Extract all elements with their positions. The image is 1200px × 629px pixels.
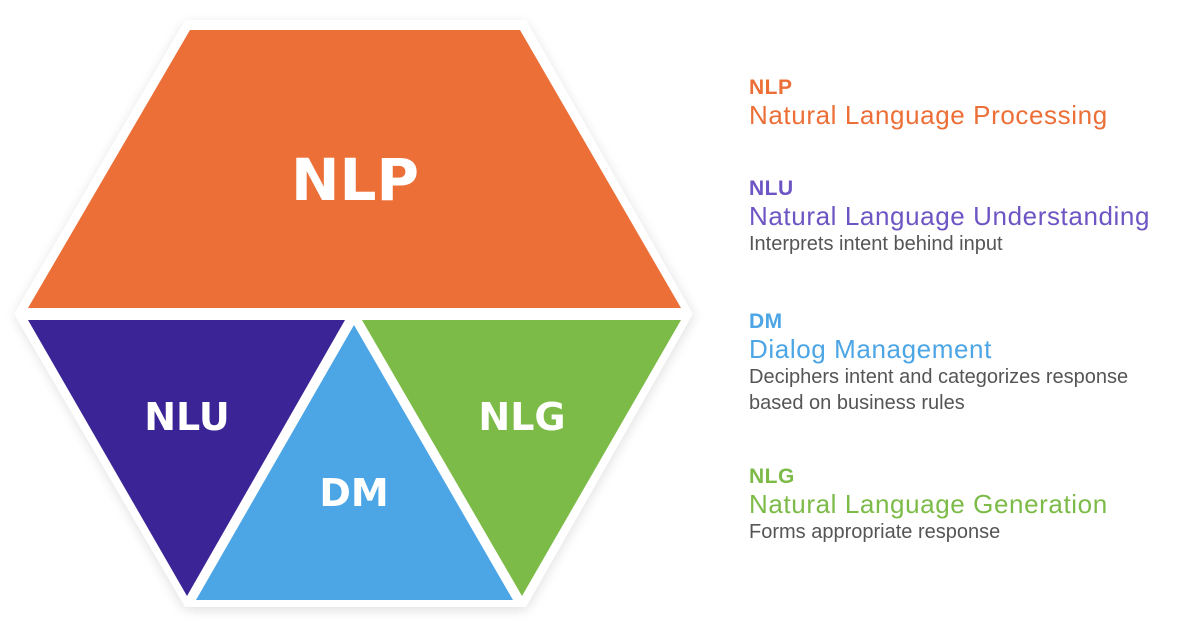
legend-dm: DM Dialog Management Deciphers intent an… — [749, 310, 1128, 416]
nlg-segment-label: NLG — [478, 395, 565, 439]
legend-nlu-abbr: NLU — [749, 177, 794, 200]
hexagon-diagram: NLP NLU DM NLG — [15, 24, 694, 610]
legend-nlu-name: Natural Language Understanding — [749, 201, 1151, 231]
legend-dm-abbr: DM — [749, 310, 783, 333]
nlu-segment — [28, 320, 345, 596]
legend-nlg: NLG Natural Language Generation Forms ap… — [749, 465, 1108, 545]
legend-nlu: NLU Natural Language Understanding Inter… — [749, 177, 1150, 257]
nlp-segment — [28, 30, 681, 308]
nlg-segment — [362, 320, 681, 596]
nlu-segment-label: NLU — [144, 395, 230, 439]
legend-nlg-name: Natural Language Generation — [749, 489, 1108, 519]
legend-nlu-description: Interprets intent behind input — [749, 233, 1003, 255]
legend-nlg-description: Forms appropriate response — [749, 521, 1001, 543]
legend-nlg-abbr: NLG — [749, 465, 795, 488]
legend-dm-name: Dialog Management — [749, 334, 992, 364]
nlp-segment-label: NLP — [291, 146, 419, 214]
legend-dm-description-line1: Deciphers intent and categorizes respons… — [749, 366, 1129, 388]
legend-nlp-abbr: NLP — [749, 76, 793, 99]
dm-segment-label: DM — [319, 471, 388, 515]
legend-nlp-name: Natural Language Processing — [749, 100, 1108, 130]
dm-segment — [196, 325, 513, 600]
legend-nlp: NLP Natural Language Processing — [749, 76, 1108, 130]
legend-dm-description-line2: based on business rules — [749, 392, 965, 414]
